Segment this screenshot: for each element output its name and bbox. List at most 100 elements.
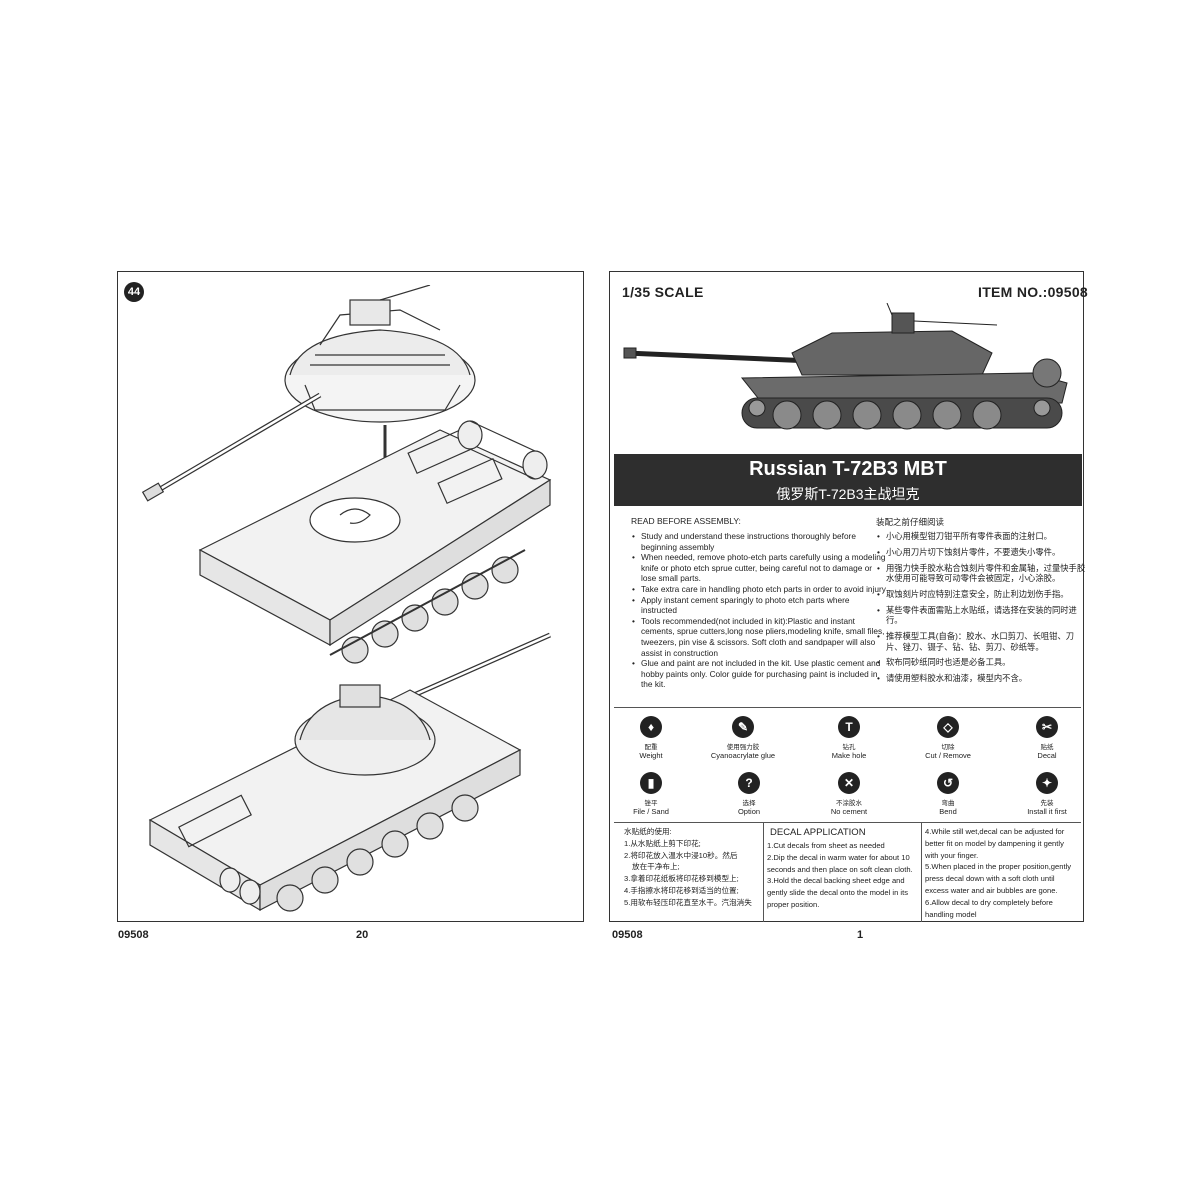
glue-icon: ✎ bbox=[732, 716, 754, 738]
note-item-cn: 软布同砂纸同时也适是必备工具。 bbox=[877, 657, 1086, 668]
decal-instructions-en-1: 1.Cut decals from sheet as needed 2.Dip … bbox=[767, 840, 913, 911]
read-before-assembly-heading: READ BEFORE ASSEMBLY: bbox=[631, 516, 741, 526]
file-icon: ▮ bbox=[640, 772, 662, 794]
legend-bend: ↺ 弯曲 Bend bbox=[902, 772, 994, 816]
decal-line: 1.Cut decals from sheet as needed bbox=[767, 841, 885, 850]
install-first-icon: ✦ bbox=[1036, 772, 1058, 794]
decal-line: handling model bbox=[925, 909, 977, 919]
legend-label-en: File / Sand bbox=[633, 807, 669, 816]
note-item-cn: 用强力快手胶水粘合蚀刻片零件和金属轴，过量快手胶水使用可能导致可动零件会被固定，… bbox=[877, 563, 1086, 584]
legend-label-en: Cut / Remove bbox=[925, 751, 971, 760]
legend-label-cn: 切除 bbox=[941, 744, 955, 751]
decal-line: seconds and then place on soft clean clo… bbox=[767, 864, 913, 874]
decal-line: 水贴纸的使用: bbox=[624, 827, 672, 836]
legend-label-en: Install it first bbox=[1027, 807, 1067, 816]
decal-line: 5.When placed in the proper position,gen… bbox=[925, 862, 1072, 872]
decal-line: 4.手指擦水将印花移到适当的位置; bbox=[624, 885, 739, 895]
divider bbox=[921, 822, 922, 922]
legend-label-en: Cyanoacrylate glue bbox=[710, 751, 776, 760]
decal-line: 6.Allow decal to dry completely before bbox=[925, 897, 1053, 907]
decal-line: 5.用软布轻压印花直至水干。汽泡消失 bbox=[624, 897, 752, 907]
divider bbox=[763, 822, 764, 922]
model-title-cn: 俄罗斯T-72B3主战坦克 bbox=[776, 486, 920, 502]
model-title-en: Russian T-72B3 MBT bbox=[749, 458, 947, 480]
decal-line: gently slide the decal onto the model in… bbox=[767, 888, 908, 898]
decal-instructions-en-2: 4.While still wet,decal can be adjusted … bbox=[925, 826, 1071, 920]
legend-label-en: Decal bbox=[1037, 751, 1057, 760]
note-item-cn: 某些零件表面需贴上水贴纸，请选择在安装的同时进行。 bbox=[877, 605, 1086, 626]
legend-label-cn: 配重 bbox=[644, 744, 658, 751]
legend-label-cn: 锉平 bbox=[644, 800, 658, 807]
note-item-cn: 小心用刀片切下蚀刻片零件，不要遗失小零件。 bbox=[877, 547, 1086, 558]
note-item: When needed, remove photo-etch parts car… bbox=[632, 552, 886, 584]
left-footer-item-number: 09508 bbox=[118, 929, 149, 941]
step-number-badge: 44 bbox=[124, 282, 144, 302]
divider bbox=[614, 707, 1081, 708]
legend-file-sand: ▮ 锉平 File / Sand bbox=[605, 772, 697, 816]
option-icon: ? bbox=[738, 772, 760, 794]
title-banner: Russian T-72B3 MBT 俄罗斯T-72B3主战坦克 bbox=[614, 454, 1082, 506]
left-footer-page-number: 20 bbox=[356, 929, 369, 941]
legend-decal: ✂ 贴纸 Decal bbox=[1001, 716, 1093, 760]
turret-assembly-illustration bbox=[141, 285, 476, 505]
weight-icon: ♦ bbox=[640, 716, 662, 738]
note-item-cn: 小心用模型钳刀钳平所有零件表面的注射口。 bbox=[877, 531, 1086, 542]
legend-make-hole: T 钻孔 Make hole bbox=[803, 716, 895, 760]
note-item-cn: 推荐模型工具(自备)：胶水、水口剪刀、长咀钳、刀片、锉刀、镊子、钻、钻、剪刀、砂… bbox=[877, 631, 1086, 652]
legend-glue: ✎ 使用强力胶 Cyanoacrylate glue bbox=[697, 716, 789, 760]
read-before-assembly-heading-cn: 装配之前仔细阅读 bbox=[876, 517, 945, 527]
decal-line: 4.While still wet,decal can be adjusted … bbox=[925, 827, 1065, 836]
no-cement-icon: ✕ bbox=[838, 772, 860, 794]
legend-label-cn: 不涂胶水 bbox=[836, 800, 862, 807]
decal-line: with your finger. bbox=[925, 850, 979, 860]
decal-line: 3.Hold the decal backing sheet edge and bbox=[767, 876, 905, 886]
tank-side-profile bbox=[623, 303, 1068, 430]
cut-icon: ◇ bbox=[937, 716, 959, 738]
legend-label-cn: 使用强力胶 bbox=[726, 744, 760, 751]
hull-illustration-bottom bbox=[148, 632, 552, 912]
decal-line: 放在干净布上; bbox=[632, 862, 680, 872]
decal-line: 1.从水贴纸上剪下印花; bbox=[624, 838, 701, 848]
decal-line: 2.Dip the decal in warm water for about … bbox=[767, 852, 910, 862]
decal-instructions-cn: 水贴纸的使用: 1.从水贴纸上剪下印花; 2.将印花放入温水中浸10秒。然后 放… bbox=[624, 826, 752, 909]
decal-line: 3.拿着印花纸板将印花移到模型上; bbox=[624, 874, 739, 884]
decal-application-heading: DECAL APPLICATION bbox=[770, 827, 866, 838]
legend-label-cn: 选择 bbox=[742, 800, 756, 807]
note-item: Tools recommended(not included in kit):P… bbox=[632, 616, 886, 658]
item-number-label: ITEM NO.:09508 bbox=[978, 284, 1089, 300]
legend-label-en: Bend bbox=[939, 807, 957, 816]
drill-icon: T bbox=[838, 716, 860, 738]
legend-option: ? 选择 Option bbox=[703, 772, 795, 816]
decal-line: 2.将印花放入温水中浸10秒。然后 bbox=[624, 850, 738, 860]
note-item: Apply instant cement sparingly to photo … bbox=[632, 595, 886, 616]
right-footer-page-number: 1 bbox=[857, 929, 864, 941]
divider bbox=[614, 822, 1081, 823]
legend-label-en: No cement bbox=[830, 807, 868, 816]
decal-line: proper position. bbox=[767, 899, 820, 909]
scale-label: 1/35 SCALE bbox=[622, 284, 704, 300]
right-footer-item-number: 09508 bbox=[612, 929, 643, 941]
legend-install-first: ✦ 先装 Install it first bbox=[1001, 772, 1093, 816]
legend-label-en: Option bbox=[737, 807, 761, 816]
assembly-notes-cn: 小心用模型钳刀钳平所有零件表面的注射口。 小心用刀片切下蚀刻片零件，不要遗失小零… bbox=[876, 531, 1086, 689]
decal-line: excess water and air bubbles are gone. bbox=[925, 885, 1058, 895]
bend-icon: ↺ bbox=[937, 772, 959, 794]
note-item: Study and understand these instructions … bbox=[632, 531, 886, 552]
legend-label-en: Weight bbox=[639, 751, 663, 760]
note-item: Take extra care in handling photo etch p… bbox=[632, 584, 886, 595]
legend-label-cn: 钻孔 bbox=[842, 744, 856, 751]
hull-illustration-top bbox=[198, 420, 552, 664]
legend-label-en: Make hole bbox=[831, 751, 867, 760]
legend-cut-remove: ◇ 切除 Cut / Remove bbox=[902, 716, 994, 760]
legend-label-cn: 弯曲 bbox=[941, 800, 955, 807]
note-item-cn: 请使用塑料胶水和油漆，模型内不含。 bbox=[877, 673, 1086, 684]
decal-line: press decal down with a soft cloth until bbox=[925, 874, 1055, 884]
decal-line: better fit on model by dampening it gent… bbox=[925, 838, 1064, 848]
legend-label-cn: 先装 bbox=[1040, 800, 1054, 807]
decal-icon: ✂ bbox=[1036, 716, 1058, 738]
legend-label-cn: 贴纸 bbox=[1040, 744, 1054, 751]
legend-no-cement: ✕ 不涂胶水 No cement bbox=[803, 772, 895, 816]
legend-weight: ♦ 配重 Weight bbox=[605, 716, 697, 760]
assembly-notes-en: Study and understand these instructions … bbox=[631, 531, 886, 690]
note-item: Glue and paint are not included in the k… bbox=[632, 658, 886, 690]
